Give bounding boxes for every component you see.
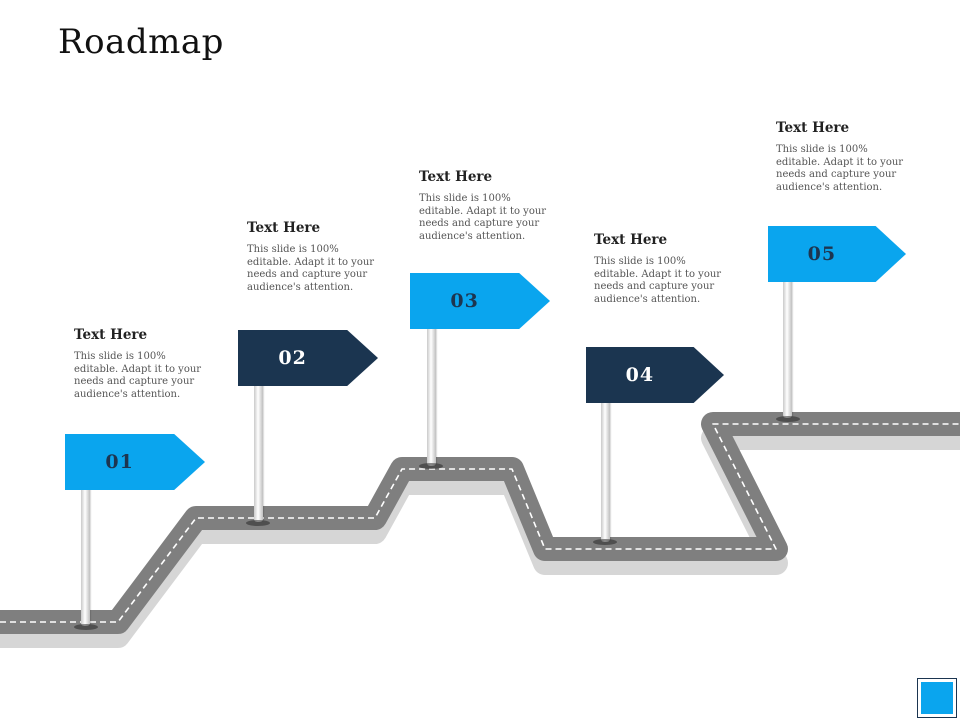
flag-03: 03 [410,273,550,329]
flag-pole-04 [601,395,610,542]
corner-logo-box [917,678,957,718]
page-title: Roadmap [58,22,224,62]
step-body-03: This slide is 100% editable. Adapt it to… [419,193,547,242]
flag-05: 05 [768,226,906,282]
flag-number-02: 02 [278,347,307,369]
road-center-line [0,423,960,623]
pole-base-04 [593,539,617,545]
step-heading-05: Text Here [776,120,850,136]
flag-number-05: 05 [807,243,837,265]
pole-base-05 [776,416,800,422]
text-block-01: Text Here This slide is 100% editable. A… [74,327,204,401]
step-body-05: This slide is 100% editable. Adapt it to… [776,144,904,193]
pole-base-01 [74,624,98,630]
step-body-04: This slide is 100% editable. Adapt it to… [594,256,722,305]
text-block-02: Text Here This slide is 100% editable. A… [247,220,377,294]
flag-pole-05 [783,272,792,418]
corner-logo-fill [921,682,953,714]
text-block-05: Text Here This slide is 100% editable. A… [776,120,906,194]
step-body-02: This slide is 100% editable. Adapt it to… [247,244,375,293]
text-block-04: Text Here This slide is 100% editable. A… [594,232,724,306]
flag-number-03: 03 [450,290,479,312]
step-heading-03: Text Here [419,169,493,185]
flag-pole-01 [81,478,90,626]
flag-02: 02 [238,330,378,386]
step-body-01: This slide is 100% editable. Adapt it to… [74,351,202,400]
text-block-03: Text Here This slide is 100% editable. A… [419,169,549,243]
flag-number-01: 01 [105,451,134,473]
pole-base-02 [246,520,270,526]
flag-pole-03 [427,320,436,466]
step-heading-04: Text Here [594,232,668,248]
step-heading-01: Text Here [74,327,148,343]
flag-pole-02 [254,378,263,522]
step-heading-02: Text Here [247,220,321,236]
pole-base-03 [419,463,443,469]
flag-number-04: 04 [625,364,655,386]
flag-01: 01 [65,434,205,490]
flag-04: 04 [586,347,724,403]
